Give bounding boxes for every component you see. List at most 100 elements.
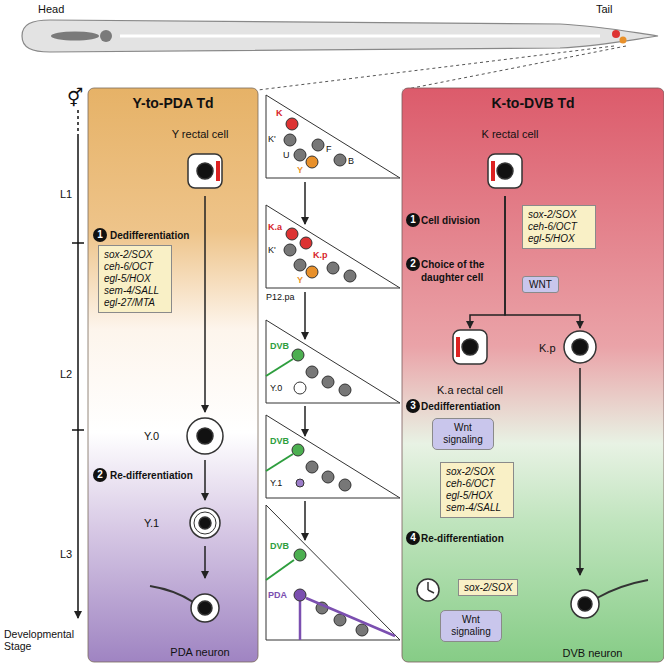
- cell-drawings-part: [571, 590, 599, 618]
- cell-drawings-part: [597, 580, 648, 598]
- cell-stage: PDA neuron: [145, 578, 255, 658]
- cell-drawings-part: [488, 154, 522, 188]
- cell-drawings: [150, 154, 648, 622]
- tail-schematics-part: [312, 139, 324, 151]
- tail-schematics-part: [327, 262, 339, 274]
- label: K.a: [268, 222, 282, 233]
- callout-number: 4: [406, 531, 420, 545]
- tail-schematics-part: [306, 461, 318, 473]
- cell-drawings-part: [497, 163, 513, 179]
- timeline-part: [72, 242, 84, 244]
- step-label: Dedifferentiation: [110, 229, 189, 242]
- gene-box: sox-2/SOX: [458, 579, 518, 596]
- node-text: Wnt signaling: [438, 422, 488, 446]
- label: L2: [60, 368, 72, 380]
- cell-drawings-part: [453, 330, 487, 364]
- signal-box: WNT: [522, 276, 559, 293]
- node-text: sox-2/SOX ceh-6/OCT egl-5/HOX: [528, 209, 590, 245]
- step-label: Re-differentiation: [110, 469, 193, 482]
- cell-stage: K.p: [535, 328, 617, 368]
- tail-schematics-part: [334, 614, 346, 626]
- node-text: K-to-DVB Td: [491, 95, 574, 111]
- tail-schematics-part: [284, 244, 296, 256]
- label: Developmental Stage: [4, 628, 84, 652]
- node-text: K rectal cell: [482, 128, 539, 140]
- node-text: sox-2/SOX: [464, 582, 512, 593]
- cell-drawings-part: [578, 597, 592, 611]
- cell-drawings-part: [194, 512, 216, 534]
- callout-number: 1: [93, 228, 107, 242]
- tail-schematics-part: [266, 205, 400, 288]
- cell-drawings-part: [198, 601, 212, 615]
- tail-schematics-part: [334, 154, 346, 166]
- tail-schematics-part: [294, 149, 306, 161]
- cell-drawings-part: [199, 517, 211, 529]
- cell-drawings-part: [197, 428, 213, 444]
- label: Y: [297, 275, 303, 286]
- panel-grounds-part: [402, 88, 664, 662]
- step-label: Choice of the daughter cell: [421, 258, 497, 284]
- node-text: K.p: [539, 342, 556, 354]
- label: K': [268, 134, 276, 145]
- tail-schematics-part: [344, 270, 356, 282]
- tail-schematics-part: [294, 382, 306, 394]
- timeline-part: [77, 135, 79, 618]
- gene-box: sox-2/SOX ceh-6/OCT egl-5/HOX sem-4/SALL: [440, 462, 514, 518]
- node-text: K.a rectal cell: [437, 384, 503, 396]
- label: K': [268, 245, 276, 256]
- node-text: Y-to-PDA Td: [132, 95, 213, 111]
- tail-schematics-part: [300, 598, 395, 640]
- tail-schematics-part: [306, 156, 318, 168]
- cell-stage: K.a rectal cell: [420, 328, 520, 396]
- label: K.p: [313, 250, 328, 261]
- cell-stage: DVB neuron: [535, 575, 650, 659]
- tail-schematics-part: [286, 228, 298, 240]
- timeline-part: [77, 110, 79, 135]
- cell-stage: Y.0: [140, 412, 232, 460]
- cell-stage: Y rectal cell: [150, 128, 250, 196]
- lineage-arrow: [204, 460, 206, 500]
- node-text: PDA neuron: [170, 646, 229, 658]
- tail-schematics-part: [322, 376, 334, 388]
- label: Y: [297, 165, 303, 176]
- cell-drawings-part: [491, 161, 495, 181]
- lineage-arrow: [204, 546, 206, 578]
- tail-schematics-part: [339, 479, 351, 491]
- callout-number: 3: [406, 399, 420, 413]
- cell-drawings-part: [417, 579, 439, 601]
- label: B: [348, 156, 354, 167]
- label: Head: [38, 3, 64, 15]
- tail-schematics-part: [266, 95, 400, 178]
- tail-schematics-part: [266, 505, 400, 640]
- tail-schematics-part: [294, 589, 306, 601]
- cell-drawings-part: [462, 339, 478, 355]
- tail-schematics-part: [266, 415, 400, 498]
- node-text: sox-2/SOX ceh-6/OCT egl-5/HOX sem-4/SALL…: [104, 249, 166, 309]
- label: K: [276, 108, 283, 119]
- tail-schematics-part: [296, 479, 304, 487]
- worm: [22, 20, 658, 90]
- panel: Y-to-PDA Td Y rectal cell sox-2/SOX ceh-6/…: [88, 88, 258, 662]
- label: L1: [60, 188, 72, 200]
- cell-drawings-part: [564, 331, 596, 363]
- panel-grounds-part: [88, 88, 258, 662]
- tail-schematics: [266, 95, 400, 640]
- label: ⚥: [67, 88, 83, 108]
- tail-schematics-part: [339, 384, 351, 396]
- lineage-arrow: [579, 368, 581, 575]
- tail-schematics-part: [304, 292, 306, 339]
- label: P12.pa: [266, 292, 295, 303]
- panel: K-to-DVB Td K rectal cell sox-2/SOX ceh-6/…: [402, 88, 664, 662]
- label: DVB: [270, 341, 289, 352]
- tail-schematics-part: [322, 471, 334, 483]
- tail-schematics-part: [292, 444, 304, 456]
- cell-drawings-part: [572, 339, 588, 355]
- node-text: DVB neuron: [563, 647, 623, 659]
- tail-schematics-part: [266, 560, 294, 580]
- cell-drawings-part: [187, 418, 223, 454]
- label: F: [326, 144, 332, 155]
- cell-drawings-part: [428, 590, 434, 593]
- worm-part: [100, 30, 112, 42]
- step-label: Dedifferentiation: [421, 400, 500, 413]
- tail-schematics-part: [306, 266, 318, 278]
